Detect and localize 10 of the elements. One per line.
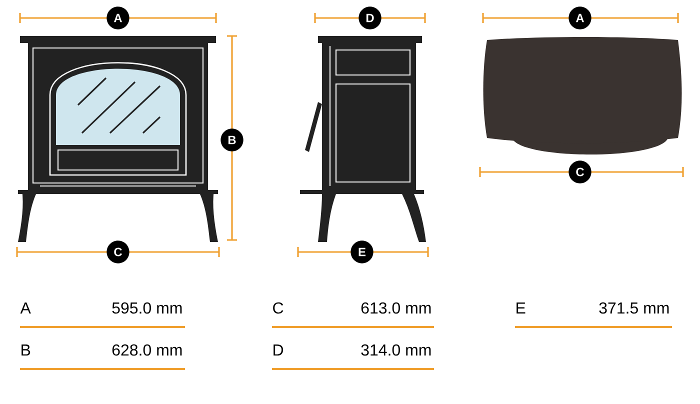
dimension-value: 613.0 mm [361,302,431,314]
dimension-value: 371.5 mm [599,302,669,314]
dimension-letter: B [22,344,30,356]
dimension-letter: D [274,344,284,356]
dimension-value: 314.0 mm [361,344,431,356]
dimension-letter: E [516,302,526,314]
dimension-value: 595.0 mm [112,302,182,314]
dimension-letter: A [20,302,31,314]
dimension-letter: C [273,302,284,314]
dimension-value: 628.0 mm [112,344,182,356]
